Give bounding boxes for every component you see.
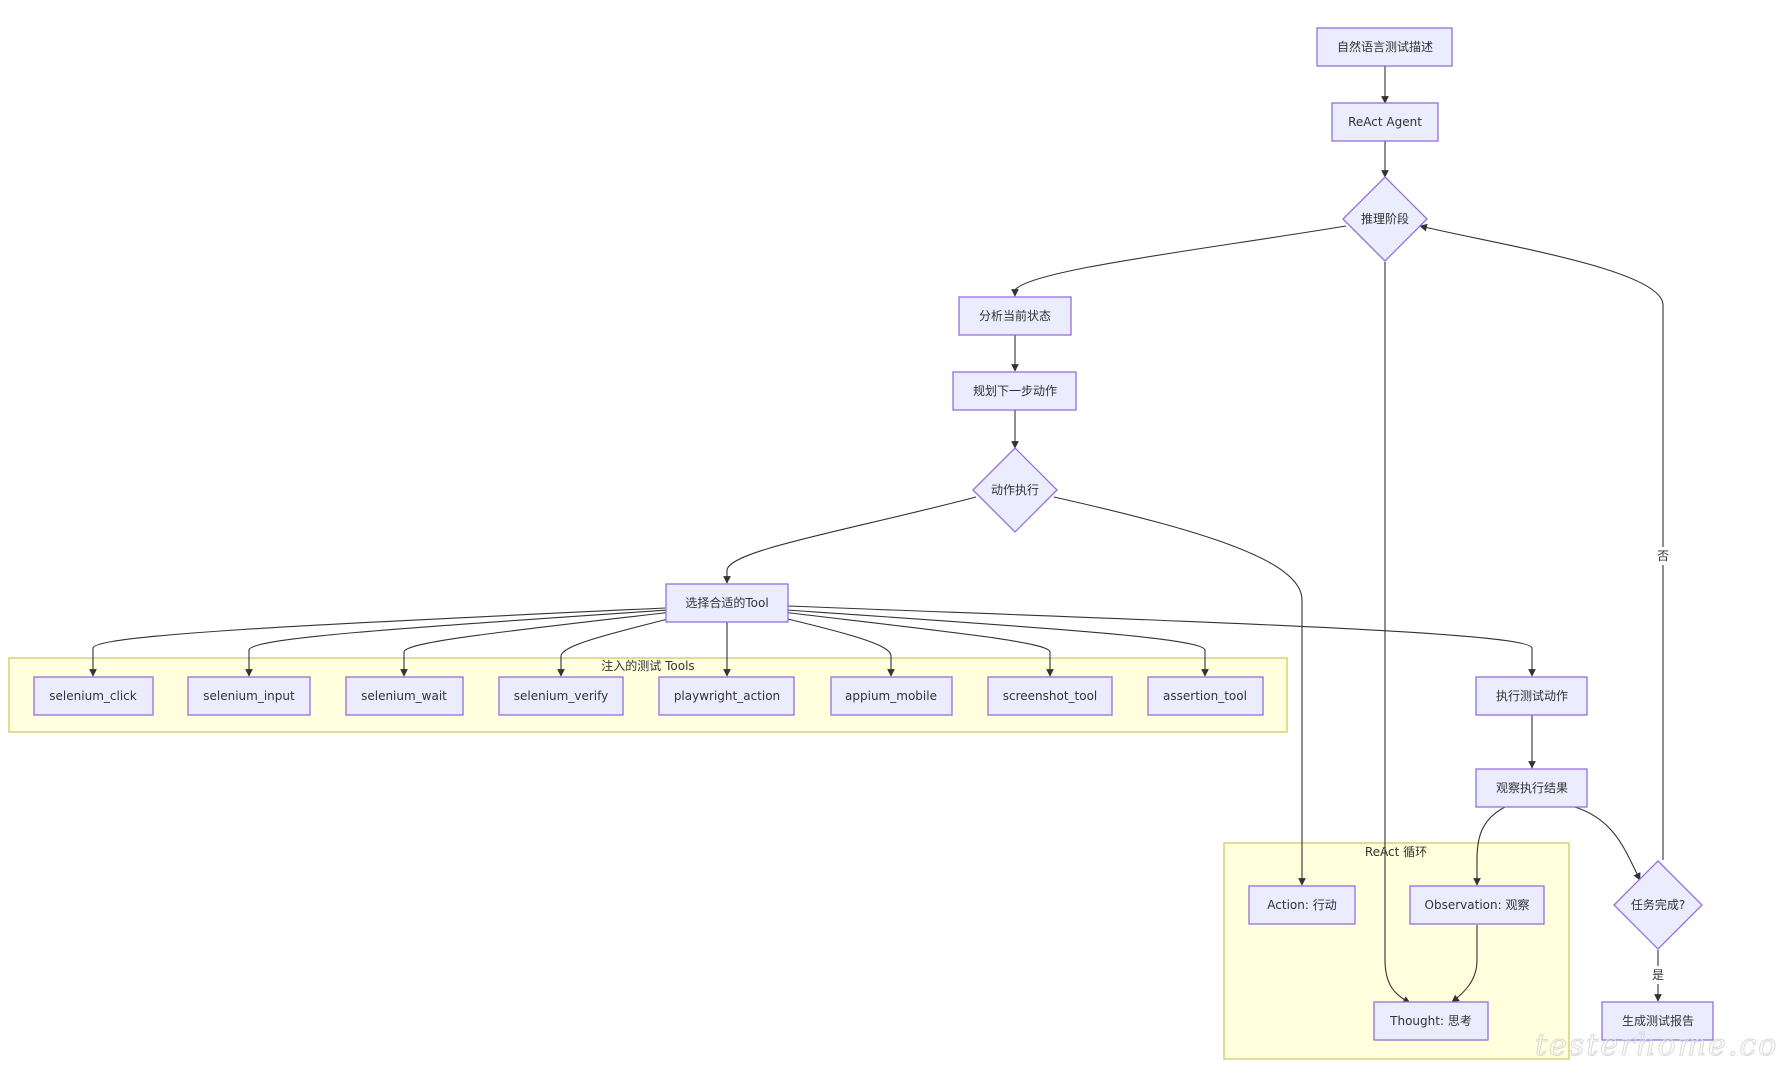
node-tool-assert: assertion_tool (1147, 676, 1264, 716)
edge-observe-observation (1473, 806, 1506, 886)
edge-observation-thought (1451, 925, 1478, 1003)
node-tool-wait: selenium_wait (345, 676, 464, 716)
edge-select-appium (774, 615, 895, 677)
node-select-tool-label: 选择合适的Tool (685, 595, 768, 610)
node-tool-playwright: playwright_action (658, 676, 795, 716)
node-nl-desc: 自然语言测试描述 (1316, 27, 1453, 67)
edge-select-verify (557, 615, 681, 677)
node-tool-assert-label: assertion_tool (1163, 689, 1247, 703)
node-exec-test-label: 执行测试动作 (1496, 688, 1568, 703)
edge-label-no: 否 (1655, 547, 1671, 565)
node-tool-appium-label: appium_mobile (845, 689, 937, 703)
node-report-label: 生成测试报告 (1622, 1013, 1694, 1028)
node-thought-label: Thought: 思考 (1389, 1014, 1472, 1028)
node-action: Action: 行动 (1248, 885, 1356, 925)
edge-select-exec (787, 605, 1536, 677)
edge-label-yes-text: 是 (1652, 968, 1664, 982)
node-observation: Observation: 观察 (1409, 885, 1545, 925)
node-analyze: 分析当前状态 (958, 296, 1072, 336)
tools-cluster-label: 注入的测试 Tools (601, 658, 694, 673)
node-thought: Thought: 思考 (1373, 1001, 1489, 1041)
node-tool-playwright-label: playwright_action (674, 689, 780, 703)
edge-reasoning-thought (1384, 262, 1411, 1004)
node-tool-wait-label: selenium_wait (361, 689, 447, 703)
node-observe: 观察执行结果 (1475, 768, 1588, 808)
edge-select-assert (785, 609, 1209, 677)
node-analyze-label: 分析当前状态 (979, 308, 1051, 323)
node-task-done: 任务完成? (1613, 860, 1703, 950)
node-tool-verify: selenium_verify (498, 676, 624, 716)
node-task-done-label: 任务完成? (1631, 897, 1685, 912)
node-reasoning-label: 推理阶段 (1361, 211, 1409, 226)
edge-select-screenshot (781, 611, 1054, 677)
node-action-label: Action: 行动 (1267, 898, 1336, 912)
node-tool-verify-label: selenium_verify (514, 689, 608, 703)
edge-act-action (1053, 496, 1306, 886)
edge-label-no-text: 否 (1657, 549, 1669, 563)
edge-select-input (245, 609, 669, 677)
node-tool-appium: appium_mobile (830, 676, 953, 716)
node-tool-click-label: selenium_click (49, 689, 136, 703)
node-react-agent: ReAct Agent (1331, 102, 1439, 142)
node-observe-label: 观察执行结果 (1496, 781, 1568, 795)
node-react-agent-label: ReAct Agent (1348, 115, 1422, 129)
edge-observe-done (1574, 806, 1641, 881)
edge-select-wait (400, 611, 673, 677)
node-act-exec: 动作执行 (972, 447, 1058, 533)
node-tool-input-label: selenium_input (203, 689, 295, 703)
node-tool-screenshot-label: screenshot_tool (1003, 689, 1098, 703)
node-plan: 规划下一步动作 (952, 371, 1077, 411)
edge-reasoning-analyze (1011, 225, 1347, 297)
edge-act-select (723, 496, 977, 584)
node-nl-desc-label: 自然语言测试描述 (1337, 39, 1433, 54)
node-reasoning: 推理阶段 (1342, 176, 1428, 262)
node-tool-input: selenium_input (187, 676, 311, 716)
node-tool-click: selenium_click (33, 676, 154, 716)
edges (89, 66, 1664, 1004)
edge-done-reasoning (1419, 223, 1664, 860)
node-observation-label: Observation: 观察 (1425, 898, 1530, 912)
react-loop-cluster-label: ReAct 循环 (1365, 845, 1427, 859)
watermark: testerhome.com (1535, 1028, 1777, 1063)
edge-select-click (89, 607, 666, 677)
node-select-tool: 选择合适的Tool (665, 583, 789, 623)
node-report: 生成测试报告 (1601, 1001, 1714, 1041)
node-exec-test: 执行测试动作 (1475, 676, 1588, 716)
node-plan-label: 规划下一步动作 (973, 383, 1057, 398)
node-act-exec-label: 动作执行 (991, 483, 1039, 497)
node-tool-screenshot: screenshot_tool (987, 676, 1113, 716)
edge-label-yes: 是 (1650, 966, 1666, 984)
